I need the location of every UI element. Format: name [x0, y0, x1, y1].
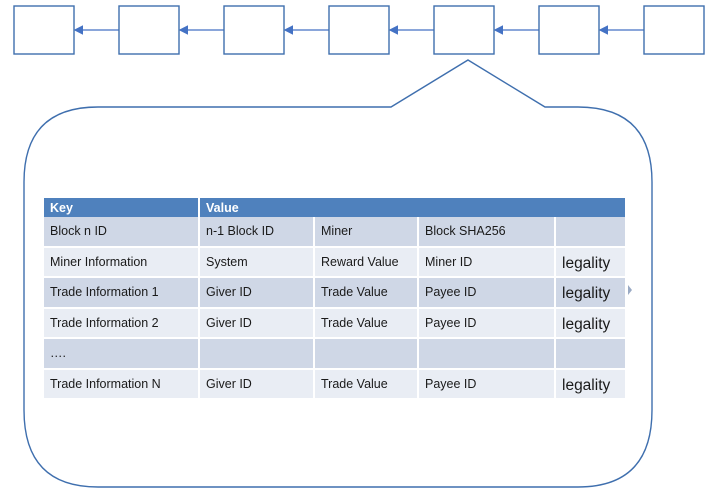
row-value-cell: Trade Value [315, 278, 419, 309]
row-value-cell: legality [556, 369, 626, 400]
row-value-cell: Block SHA256 [419, 217, 556, 248]
row-value-cell: Payee ID [419, 369, 556, 400]
chain-block [643, 5, 705, 55]
row-value-cell [419, 339, 556, 370]
table-row: …. [44, 339, 626, 370]
row-value-cell: legality [556, 278, 626, 309]
header-value: Value [200, 198, 626, 217]
row-value-cell [315, 339, 419, 370]
table-header-row: Key Value [44, 198, 626, 217]
row-value-cell: Giver ID [200, 308, 315, 339]
scroll-marker-icon [628, 285, 632, 295]
row-key-cell: Trade Information 1 [44, 278, 200, 309]
row-value-cell: Payee ID [419, 278, 556, 309]
row-value-cell: Trade Value [315, 369, 419, 400]
chain-block [328, 5, 390, 55]
row-value-cell: Reward Value [315, 247, 419, 278]
row-value-cell [556, 339, 626, 370]
row-value-cell: Giver ID [200, 278, 315, 309]
row-value-cell: legality [556, 247, 626, 278]
row-key-cell: Trade Information 2 [44, 308, 200, 339]
row-value-cell: Miner [315, 217, 419, 248]
row-key-cell: Block n ID [44, 217, 200, 248]
chain-block [118, 5, 180, 55]
expanded-block [433, 5, 495, 55]
row-value-cell: Giver ID [200, 369, 315, 400]
row-value-cell: System [200, 247, 315, 278]
row-value-cell [556, 217, 626, 248]
row-value-cell: legality [556, 308, 626, 339]
chain-block [538, 5, 600, 55]
row-value-cell: n-1 Block ID [200, 217, 315, 248]
header-key: Key [44, 198, 200, 217]
row-key-cell: Trade Information N [44, 369, 200, 400]
row-value-cell: Payee ID [419, 308, 556, 339]
chain-block [13, 5, 75, 55]
row-key-cell: …. [44, 339, 200, 370]
row-value-cell [200, 339, 315, 370]
row-key-cell: Miner Information [44, 247, 200, 278]
chain-blocks [13, 5, 705, 55]
chain-block [223, 5, 285, 55]
row-value-cell: Trade Value [315, 308, 419, 339]
row-value-cell: Miner ID [419, 247, 556, 278]
